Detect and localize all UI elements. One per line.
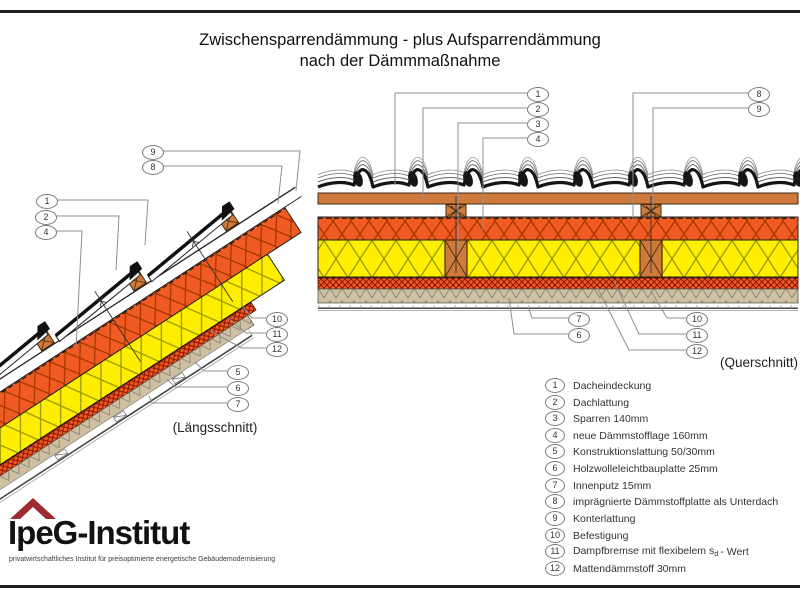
callout-7: 7: [568, 312, 590, 327]
callout-3: 3: [527, 117, 549, 132]
holzwolleplatte-layer: [317, 288, 799, 304]
legend-item: 1 Dacheindeckung: [545, 377, 800, 394]
legend-num: 5: [545, 444, 565, 460]
legend-num: 10: [545, 528, 565, 544]
legend-num: 2: [545, 395, 565, 411]
dampfbremse-line: [0, 301, 252, 504]
legend-num: 4: [545, 428, 565, 444]
legend-num: 8: [545, 494, 565, 510]
dachlattung-band: [317, 192, 799, 205]
bottom-border-line: [0, 585, 800, 588]
legend-label: Dacheindeckung: [573, 379, 652, 392]
callout-9: 9: [748, 102, 770, 117]
legend-num: 3: [545, 411, 565, 427]
legend-label: Innenputz 15mm: [573, 479, 652, 492]
legend-item: 12 Mattendämmstoff 30mm: [545, 560, 800, 577]
tile-noses: [353, 171, 800, 187]
roof-tiles: [317, 156, 800, 189]
callout-12: 12: [266, 342, 288, 357]
logo-name: IpeG-Institut: [8, 514, 190, 551]
callout-1: 1: [527, 87, 549, 102]
legend-num: 9: [545, 511, 565, 527]
legend-item: 5 Konstruktionslattung 50/30mm: [545, 443, 800, 460]
callout-8: 8: [748, 87, 770, 102]
legend-label: Dachlattung: [573, 396, 630, 409]
zwischensparrendaemmung-layer: [317, 239, 799, 278]
callout-12: 12: [686, 344, 708, 359]
callout-10: 10: [266, 312, 288, 327]
callout-2: 2: [527, 102, 549, 117]
querschnitt-label: (Querschnitt): [719, 355, 798, 370]
title-line2: nach der Dämmmaßnahme: [299, 52, 501, 70]
leader-lines: [55, 92, 748, 404]
legend-label: Sparren 140mm: [573, 412, 649, 425]
befestigung-screws: [94, 231, 234, 362]
querschnitt-drawing: [317, 156, 800, 311]
legend-label: Konstruktionslattung 50/30mm: [573, 445, 715, 458]
callout-4: 4: [35, 225, 57, 240]
legend-item: 2 Dachlattung: [545, 394, 800, 411]
legend-label-post: - Wert: [720, 545, 749, 558]
konstruktionslattung-blocks: [54, 372, 186, 461]
callout-10: 10: [686, 312, 708, 327]
callout-9: 9: [142, 145, 164, 160]
callout-5: 5: [227, 365, 249, 380]
laengsschnitt-label: (Längsschnitt): [172, 420, 258, 435]
legend-item: 6 Holzwolleleichtbauplatte 25mm: [545, 460, 800, 477]
callout-2: 2: [35, 210, 57, 225]
page-title: Zwischensparrendämmung - plus Aufsparren…: [0, 30, 800, 72]
legend-label-sub: d: [714, 549, 719, 559]
roof-tiles: [0, 201, 235, 403]
logo-roof-icon: [10, 498, 56, 519]
innenputz-layer: [318, 303, 798, 311]
callout-7: 7: [227, 397, 249, 412]
legend-item: 7 Innenputz 15mm: [545, 477, 800, 494]
legend-item: 3 Sparren 140mm: [545, 410, 800, 427]
konterlattung-blocks: [445, 204, 662, 218]
laengsschnitt-drawing: [0, 186, 302, 531]
legend-label-pre: Dampfbremse mit flexibelem s: [573, 545, 715, 558]
callout-11: 11: [686, 328, 708, 343]
legend-item: 9 Konterlattung: [545, 510, 800, 527]
legend-num: 6: [545, 461, 565, 477]
callout-4: 4: [527, 132, 549, 147]
legend-item: 4 neue Dämmstofflage 160mm: [545, 427, 800, 444]
callout-8: 8: [142, 160, 164, 175]
callout-6: 6: [568, 328, 590, 343]
title-line1: Zwischensparrendämmung - plus Aufsparren…: [199, 31, 601, 49]
aufsparrendaemmung-layer: [317, 216, 799, 241]
legend-label: neue Dämmstofflage 160mm: [573, 429, 708, 442]
legend-label: Dampfbremse mit flexibelem sd: [573, 545, 718, 558]
callout-6: 6: [227, 381, 249, 396]
legend-item: 11 Dampfbremse mit flexibelem sd- Wert: [545, 543, 800, 560]
legend-label: Holzwolleleichtbauplatte 25mm: [573, 462, 718, 475]
legend-label: Mattendämmstoff 30mm: [573, 562, 687, 575]
legend-num: 1: [545, 378, 565, 394]
logo-tagline: privatwirtschaftliches Institut für prei…: [9, 556, 276, 563]
top-border-line: [0, 10, 800, 13]
legend-num: 11: [545, 544, 565, 560]
legend-item: 8 imprägnierte Dämmstoffplatte als Unterd…: [545, 493, 800, 510]
callout-11: 11: [266, 327, 288, 342]
legend-num: 12: [545, 561, 565, 577]
legend-item: 10 Befestigung: [545, 527, 800, 544]
legend-num: 7: [545, 478, 565, 494]
mattendaemmstoff-layer: [317, 277, 799, 290]
befestigung-screws: [450, 196, 657, 273]
legend-label: Befestigung: [573, 529, 629, 542]
callout-1: 1: [36, 194, 58, 209]
legend-label: Konterlattung: [573, 512, 636, 525]
legend-label: imprägnierte Dämmstoffplatte als Unterda…: [573, 495, 779, 508]
